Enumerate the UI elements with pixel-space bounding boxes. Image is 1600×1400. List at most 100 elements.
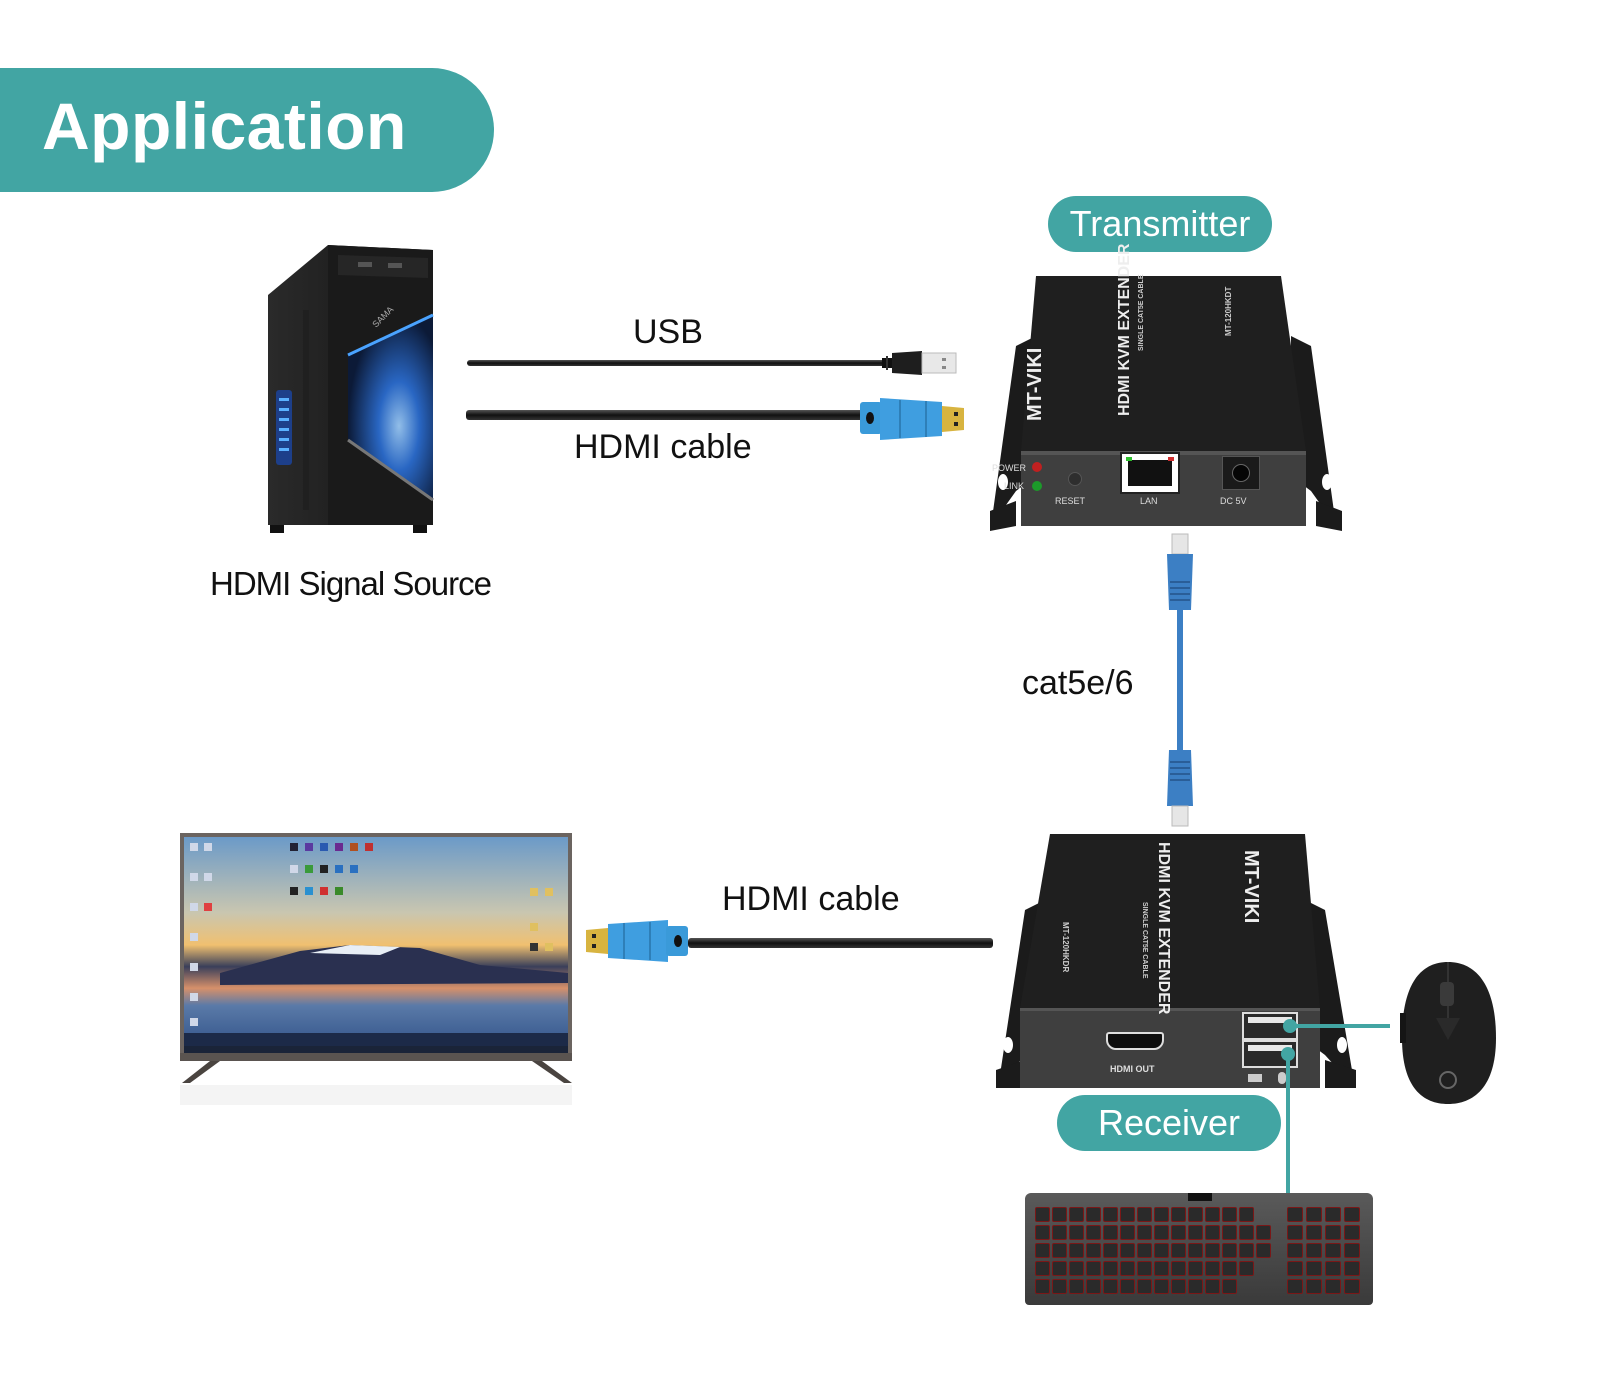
keyboard-key <box>1035 1279 1050 1294</box>
tv-icon <box>180 833 572 1105</box>
keyboard-numpad-key <box>1344 1261 1360 1276</box>
hdmi-connector-bottom-icon <box>580 918 690 966</box>
keyboard-key <box>1188 1279 1203 1294</box>
keyboard-numpad-key <box>1325 1225 1341 1240</box>
keyboard-key <box>1069 1261 1084 1276</box>
mouse-device <box>1398 958 1498 1108</box>
keyboard-key <box>1239 1243 1254 1258</box>
keyboard-numpad-key <box>1287 1279 1303 1294</box>
keyboard-key <box>1222 1207 1237 1222</box>
keyboard-key <box>1171 1279 1186 1294</box>
keyboard-port-icon <box>1248 1074 1262 1082</box>
link-led-label: LINK <box>1004 481 1025 491</box>
keyboard-key <box>1171 1243 1186 1258</box>
receiver-label: Receiver <box>1057 1095 1281 1151</box>
keyboard-key <box>1035 1225 1050 1240</box>
keyboard-key <box>1239 1261 1254 1276</box>
keyboard-key <box>1205 1207 1220 1222</box>
receiver-body-icon <box>996 834 1356 1088</box>
mouse-icon <box>1400 962 1496 1104</box>
keyboard-key <box>1086 1261 1101 1276</box>
pc-tower: SAMA <box>258 240 448 535</box>
mouse-port-icon <box>1278 1072 1286 1084</box>
usb-connector-icon <box>882 349 962 377</box>
keyboard-key <box>1120 1279 1135 1294</box>
keyboard-key <box>1120 1261 1135 1276</box>
keyboard-key <box>1188 1261 1203 1276</box>
receiver-product-sub: SINGLE CAT5E CABLE <box>1141 902 1148 979</box>
keyboard-key <box>1137 1279 1152 1294</box>
transmitter-device: MT-VIKI HDMI KVM EXTENDER SINGLE CAT5E C… <box>976 244 1356 531</box>
keyboard-key <box>1086 1243 1101 1258</box>
keyboard-numpad-key <box>1344 1243 1360 1258</box>
keyboard-numpad-key <box>1306 1207 1322 1222</box>
keyboard-numpad-key <box>1306 1261 1322 1276</box>
hdmi-cable-bottom-label: HDMI cable <box>722 880 900 918</box>
hdmi-out-label: HDMI OUT <box>1110 1064 1155 1074</box>
power-led-label: POWER <box>992 463 1027 473</box>
keyboard-numpad-key <box>1325 1243 1341 1258</box>
keyboard-key <box>1052 1207 1067 1222</box>
reset-button[interactable] <box>1068 472 1082 486</box>
pc-tower-icon: SAMA <box>268 245 434 533</box>
keyboard-key <box>1052 1225 1067 1240</box>
keyboard-key <box>1171 1225 1186 1240</box>
hdmi-out-port[interactable] <box>1106 1032 1164 1050</box>
keyboard-numpad-key <box>1325 1261 1341 1276</box>
keyboard-key <box>1137 1207 1152 1222</box>
keyboard-key <box>1171 1207 1186 1222</box>
keyboard-key <box>1222 1279 1237 1294</box>
keyboard-key <box>1103 1279 1118 1294</box>
hdmi-signal-source-label: HDMI Signal Source <box>210 565 492 602</box>
keyboard-key <box>1222 1243 1237 1258</box>
keyboard-key <box>1188 1207 1203 1222</box>
keyboard-numpad-key <box>1287 1261 1303 1276</box>
keyboard-numpad-key <box>1325 1279 1341 1294</box>
keyboard-device <box>1025 1193 1373 1305</box>
keyboard-key <box>1256 1225 1271 1240</box>
hdmi-cable-top-label: HDMI cable <box>574 428 752 466</box>
keyboard-key <box>1205 1225 1220 1240</box>
dc-power-jack[interactable] <box>1222 456 1260 490</box>
keyboard-key <box>1154 1261 1169 1276</box>
keyboard-key <box>1256 1243 1271 1258</box>
hdmi-connector-top-icon <box>860 396 970 444</box>
keyboard-numpad-key <box>1287 1225 1303 1240</box>
keyboard-key <box>1035 1243 1050 1258</box>
keyboard-key <box>1137 1225 1152 1240</box>
keyboard-key <box>1239 1225 1254 1240</box>
keyboard-numpad-key <box>1287 1243 1303 1258</box>
usb-cable-label: USB <box>633 313 703 351</box>
keyboard-key <box>1205 1261 1220 1276</box>
keyboard-key <box>1222 1225 1237 1240</box>
hdmi-cable-bottom <box>688 938 993 948</box>
keyboard-key <box>1103 1225 1118 1240</box>
power-led-icon <box>1032 462 1042 472</box>
transmitter-brand: MT-VIKI <box>1024 347 1046 421</box>
keyboard-numpad-key <box>1306 1225 1322 1240</box>
dc-label: DC 5V <box>1220 496 1247 506</box>
keyboard-connection-dot <box>1281 1047 1295 1061</box>
transmitter-label: Transmitter <box>1048 196 1272 252</box>
lan-port[interactable] <box>1120 452 1180 494</box>
link-led-icon <box>1032 481 1042 491</box>
keyboard-key <box>1103 1207 1118 1222</box>
keyboard-key <box>1188 1243 1203 1258</box>
transmitter-product-sub: SINGLE CAT5E CABLE <box>1138 274 1145 352</box>
keyboard-key <box>1154 1279 1169 1294</box>
keyboard-key <box>1069 1207 1084 1222</box>
keyboard-numpad-key <box>1287 1207 1303 1222</box>
network-cable-label: cat5e/6 <box>1022 664 1134 702</box>
keyboard-key <box>1205 1243 1220 1258</box>
keyboard-numpad-key <box>1306 1279 1322 1294</box>
keyboard-key <box>1069 1279 1084 1294</box>
keyboard-key <box>1086 1279 1101 1294</box>
keyboard-key <box>1035 1261 1050 1276</box>
keyboard-connection-line <box>1286 1052 1290 1194</box>
keyboard-key <box>1188 1225 1203 1240</box>
reset-label: RESET <box>1055 496 1086 506</box>
keyboard-logo <box>1188 1193 1212 1201</box>
keyboard-key <box>1052 1261 1067 1276</box>
keyboard-key <box>1137 1261 1152 1276</box>
receiver-product-name: HDMI KVM EXTENDER <box>1155 842 1172 1015</box>
